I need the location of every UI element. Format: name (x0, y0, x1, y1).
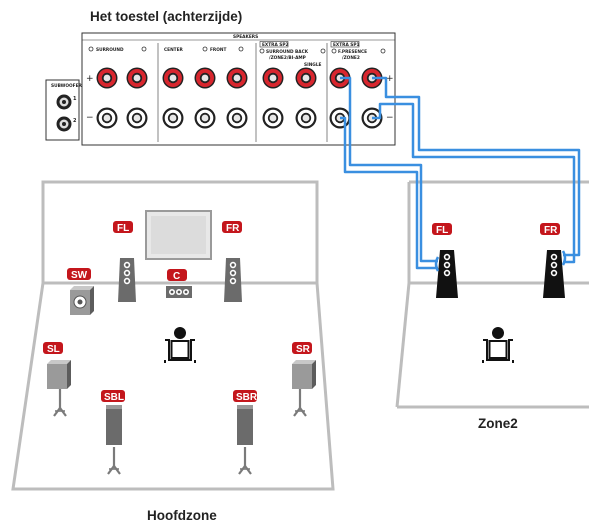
speaker-terminal-panel: SPEAKERS SURROUND CENTER FRONT EXTRA SP2… (81, 32, 396, 146)
listener-zone2 (482, 326, 514, 364)
center-label: CENTER (164, 47, 184, 53)
speaker-sbl: SBL (101, 390, 125, 476)
speaker-c: C (166, 269, 192, 298)
front-label: FRONT (210, 47, 226, 53)
terminal-positive-3 (162, 67, 184, 89)
single-label: SINGLE (304, 62, 322, 68)
subwoofer-number-1: 1 (73, 96, 77, 102)
speaker-sbr: SBR (233, 390, 258, 476)
device-title: Het toestel (achterzijde) (90, 9, 242, 24)
extra-sp2-label: EXTRA SP2 (262, 42, 289, 48)
zone2-label: Zone2 (478, 416, 518, 431)
terminal-negative-6 (261, 106, 285, 130)
badge-sbl-text: SBL (104, 392, 124, 403)
zone2-speaker-fl: FL (432, 223, 458, 298)
terminal-negative-2 (125, 106, 149, 130)
plus-left: + (86, 74, 94, 84)
speaker-cables (340, 76, 581, 272)
speaker-sr: SR (292, 342, 316, 418)
terminal-positive-4 (194, 67, 216, 89)
subwoofer-label: SUBWOOFER (51, 83, 83, 89)
subwoofer-number-2: 2 (73, 118, 77, 124)
terminal-negative-4 (193, 106, 217, 130)
badge-fr-text: FR (226, 223, 240, 234)
main-zone-room (11, 180, 335, 491)
badge-sl (43, 342, 63, 354)
speakers-header: SPEAKERS (233, 34, 258, 40)
zone2-badge-fr-text: FR (544, 225, 558, 236)
badge-fr (222, 221, 242, 233)
zone2-speaker-fr: FR (540, 223, 565, 298)
badge-sr-text: SR (296, 344, 311, 355)
front-presence-label: F.PRESENCE (338, 49, 367, 55)
badge-sr (292, 342, 312, 354)
speaker-sw: SW (67, 268, 94, 315)
badge-c-text: C (173, 271, 180, 282)
badge-sw (67, 268, 91, 280)
terminal-positive-2 (126, 67, 148, 89)
speaker-sl: SL (43, 342, 71, 418)
badge-sl-text: SL (47, 344, 60, 355)
terminal-positive-7 (295, 67, 317, 89)
listener-main-zone (164, 326, 196, 364)
surround-label: SURROUND (96, 47, 124, 53)
badge-fl (113, 221, 133, 233)
badge-c (167, 269, 187, 281)
speaker-fr: FR (222, 221, 242, 302)
badge-sbr-text: SBR (236, 392, 258, 403)
zone2-badge-fr (540, 223, 560, 235)
badge-sbl (101, 390, 125, 402)
zone2-biamp-label: /ZONE2/BI-AMP (269, 55, 306, 61)
terminal-positive-1 (96, 67, 118, 89)
tv-icon (145, 210, 212, 260)
terminal-positive-6 (262, 67, 284, 89)
terminal-negative-1 (95, 106, 119, 130)
zone2-badge-fl (432, 223, 452, 235)
terminal-negative-3 (161, 106, 185, 130)
front-presence-zone2-label: /ZONE2 (342, 55, 360, 61)
badge-sbr (233, 390, 257, 402)
badge-sw-text: SW (71, 270, 88, 281)
minus-left: − (86, 113, 94, 123)
minus-right: − (386, 113, 394, 123)
badge-fl-text: FL (117, 223, 129, 234)
subwoofer-terminal-box: SUBWOOFER 1 2 (45, 79, 83, 141)
plus-right: + (386, 74, 394, 84)
main-zone-label: Hoofdzone (147, 508, 217, 523)
terminal-positive-5 (226, 67, 248, 89)
surround-back-label: SURROUND BACK (266, 49, 309, 55)
speaker-fl: FL (113, 221, 136, 302)
extra-sp1-label: EXTRA SP1 (333, 42, 360, 48)
terminal-negative-7 (294, 106, 318, 130)
zone2-badge-fl-text: FL (436, 225, 448, 236)
terminal-negative-5 (225, 106, 249, 130)
